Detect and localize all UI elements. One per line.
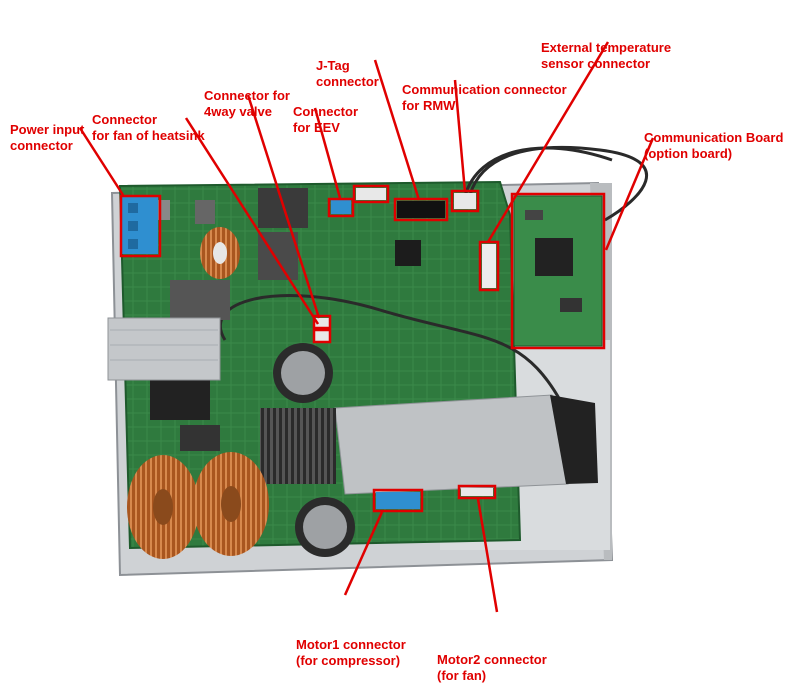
- highlight-motor1: [372, 488, 424, 513]
- leader-comm-board: [604, 137, 655, 251]
- leader-fan-heatsink: [184, 117, 320, 325]
- capacitor-top: [273, 343, 333, 403]
- leader-eev: [313, 107, 342, 199]
- capacitor-bottom: [295, 497, 355, 557]
- toroid-inductor-small: [200, 227, 240, 279]
- aluminum-block-left: [107, 317, 221, 381]
- option-board-header-part: [482, 244, 496, 288]
- leader-lines: [78, 41, 655, 613]
- label-communication-board: Communication Board(option board): [644, 130, 784, 161]
- highlight-rmw: [393, 197, 449, 222]
- toroid-inductor-right: [193, 452, 269, 556]
- ext-temp-connector-part: [454, 193, 476, 209]
- motor2-connector-part: [461, 488, 493, 496]
- leader-motor2: [476, 498, 499, 613]
- leader-rmw: [453, 79, 467, 193]
- motor1-terminal-part: [376, 492, 420, 509]
- finned-heatsink: [260, 408, 336, 484]
- rmw-connector-part: [397, 201, 445, 218]
- pcb-components: [140, 188, 421, 451]
- highlight-motor2: [457, 484, 497, 500]
- leader-ext-temp: [486, 41, 610, 243]
- power-input-terminal: [122, 197, 158, 254]
- label-motor2-connector: Motor2 connector(for fan): [437, 652, 547, 683]
- label-motor1-connector: Motor1 connector(for compressor): [296, 637, 406, 668]
- highlight-eev: [327, 197, 355, 218]
- aluminum-heatsink-cover: [334, 394, 598, 495]
- leader-4way-valve: [246, 94, 321, 319]
- highlight-power-input: [119, 194, 162, 258]
- leader-motor1: [343, 511, 384, 596]
- eev-connector-part: [331, 200, 351, 214]
- toroid-inductor-left: [127, 455, 199, 559]
- highlight-4way-valve: [312, 328, 332, 344]
- highlight-fan-heatsink: [312, 314, 332, 330]
- highlight-comm-board: [510, 192, 606, 350]
- communication-option-board: [513, 195, 603, 347]
- leader-jtag: [373, 59, 421, 201]
- board-photo-diagram: [78, 41, 655, 613]
- leader-power-input: [78, 127, 125, 196]
- highlight-jtag: [352, 184, 390, 204]
- jtag-connector-part: [356, 188, 386, 200]
